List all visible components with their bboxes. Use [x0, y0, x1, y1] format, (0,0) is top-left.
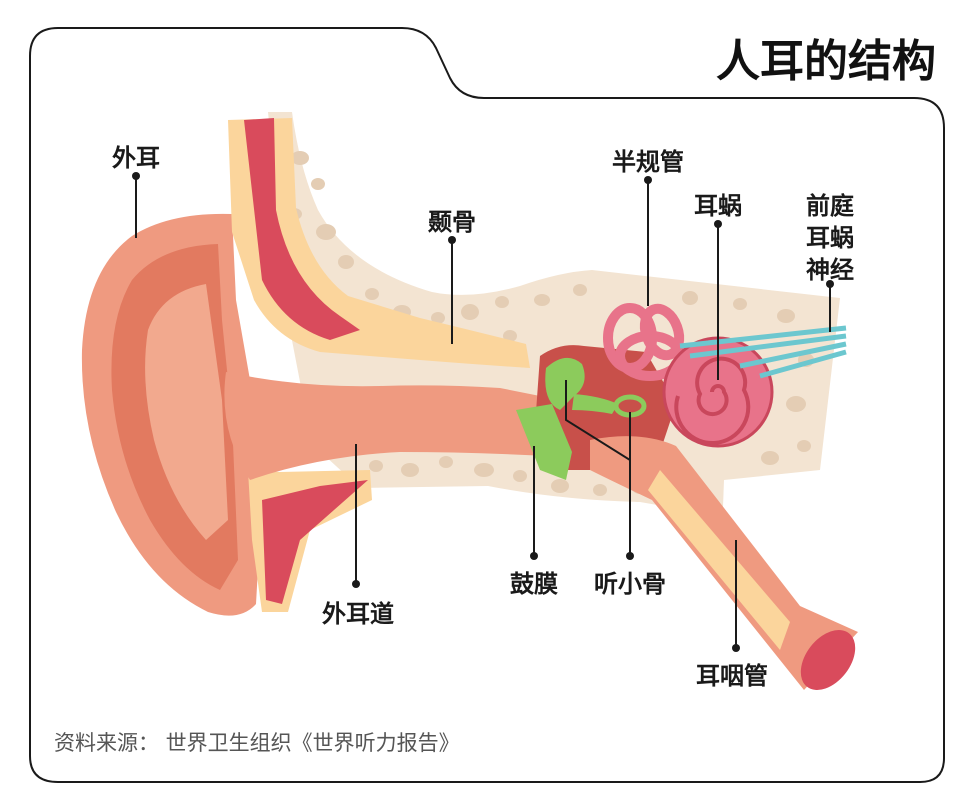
label-eustachian-tube: 耳咽管	[696, 662, 768, 690]
diagram-title: 人耳的结构	[716, 36, 936, 87]
diagram-frame	[29, 27, 945, 783]
label-ear-canal: 外耳道	[322, 600, 394, 628]
leader-lines	[132, 172, 834, 652]
eardrum-shape	[516, 404, 572, 480]
label-cochlea: 耳蜗	[694, 192, 742, 220]
label-ossicles: 听小骨	[594, 570, 666, 598]
label-nerve-line-1: 前庭	[806, 192, 854, 220]
label-outer-ear: 外耳	[112, 144, 160, 172]
ear-canal-wall	[228, 118, 530, 612]
label-temporal-bone: 颞骨	[427, 208, 476, 236]
nerve-shape	[679, 325, 847, 379]
ear-canal	[224, 372, 548, 480]
auricle	[81, 213, 262, 616]
label-nerve-line-3: 神经	[806, 256, 854, 284]
label-eardrum: 鼓膜	[510, 570, 558, 598]
label-nerve-line-2: 耳蜗	[806, 224, 854, 252]
eustachian-tube-shape	[590, 436, 858, 691]
label-semicircular-canals: 半规管	[612, 148, 684, 176]
source-note: 资料来源： 世界卫生组织《世界听力报告》	[54, 731, 460, 755]
